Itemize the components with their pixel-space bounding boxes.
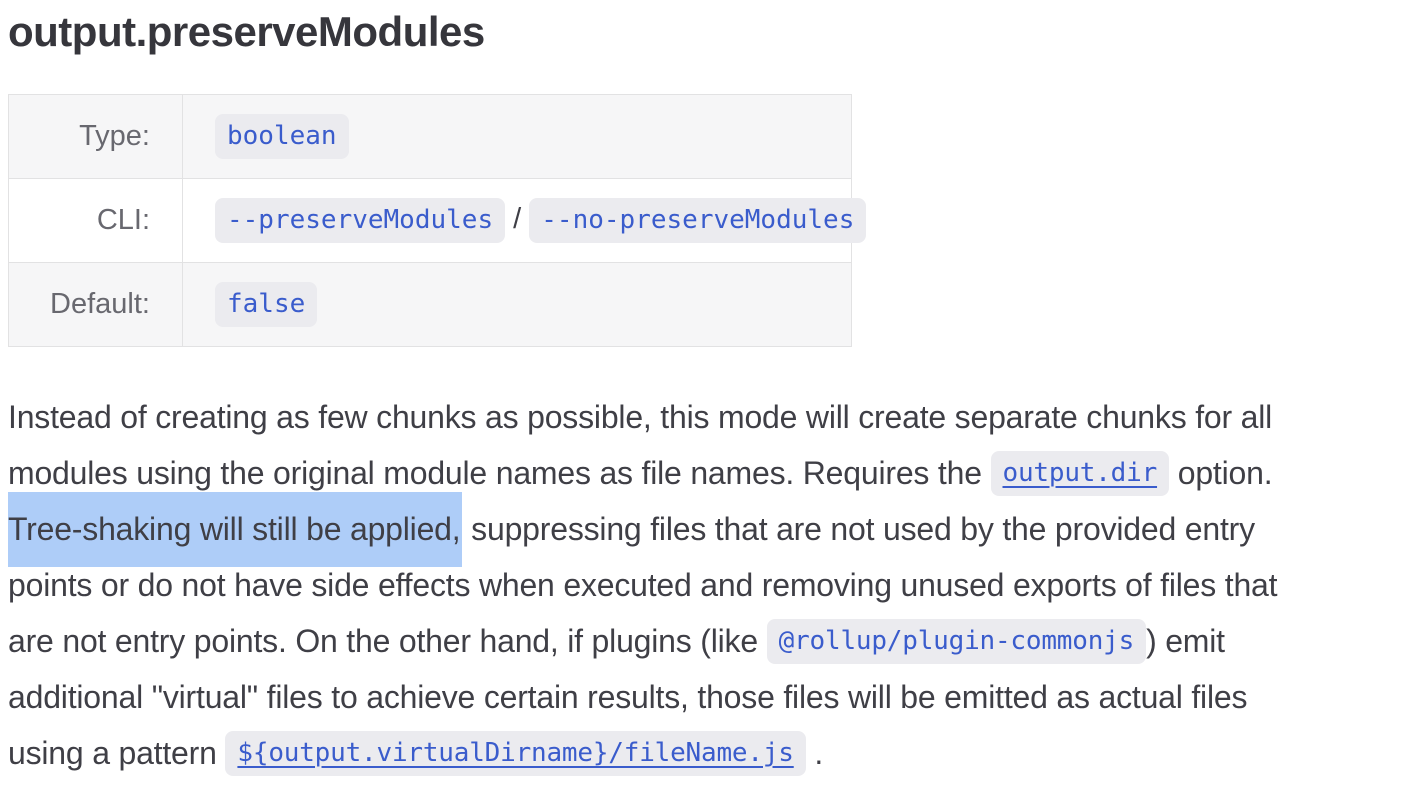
text-run: /: [505, 203, 530, 235]
option-meta-value: false: [182, 262, 852, 347]
text-run: points or do not have side effects when …: [8, 567, 1278, 603]
selected-text: Tree-shaking will still be applied,: [8, 491, 463, 567]
text-run: modules using the original module names …: [8, 455, 991, 491]
inline-code: --no-preserveModules: [529, 198, 867, 243]
text-run: are not entry points. On the other hand,…: [8, 623, 767, 659]
paragraph-line: using a pattern ${output.virtualDirname}…: [8, 725, 1406, 781]
paragraph-line: Instead of creating as few chunks as pos…: [8, 389, 1406, 445]
paragraph-line: points or do not have side effects when …: [8, 557, 1406, 613]
text-run: option.: [1169, 455, 1273, 491]
table-row: CLI:--preserveModules / --no-preserveMod…: [8, 178, 867, 263]
table-row: Type: boolean: [8, 94, 852, 179]
inline-code: false: [215, 282, 318, 327]
paragraph-line: Tree-shaking will still be applied, supp…: [8, 491, 1406, 567]
paragraph-line: modules using the original module names …: [8, 445, 1406, 501]
description-paragraph: Instead of creating as few chunks as pos…: [8, 389, 1406, 781]
text-run: additional "virtual" files to achieve ce…: [8, 679, 1248, 715]
option-meta-label: CLI:: [8, 178, 183, 263]
text-run: ) emit: [1146, 623, 1225, 659]
code-link[interactable]: ${output.virtualDirname}/fileName.js: [225, 730, 806, 776]
paragraph-line: additional "virtual" files to achieve ce…: [8, 669, 1406, 725]
option-meta-value: --preserveModules / --no-preserveModules: [182, 178, 867, 263]
page-title: output.preserveModules: [8, 8, 485, 55]
code-link[interactable]: output.dir: [990, 450, 1170, 496]
inline-code: @rollup/plugin-commonjs: [766, 618, 1147, 664]
option-meta-value: boolean: [182, 94, 852, 179]
inline-code: boolean: [215, 114, 349, 159]
option-meta-label: Default:: [8, 262, 183, 347]
inline-code: --preserveModules: [215, 198, 506, 243]
text-run: Instead of creating as few chunks as pos…: [8, 399, 1273, 435]
option-meta-label: Type:: [8, 94, 183, 179]
text-run: .: [805, 735, 824, 771]
table-row: Default: false: [8, 262, 852, 347]
text-run: using a pattern: [8, 735, 226, 771]
text-run: suppressing files that are not used by t…: [462, 511, 1255, 547]
paragraph-line: are not entry points. On the other hand,…: [8, 613, 1406, 669]
